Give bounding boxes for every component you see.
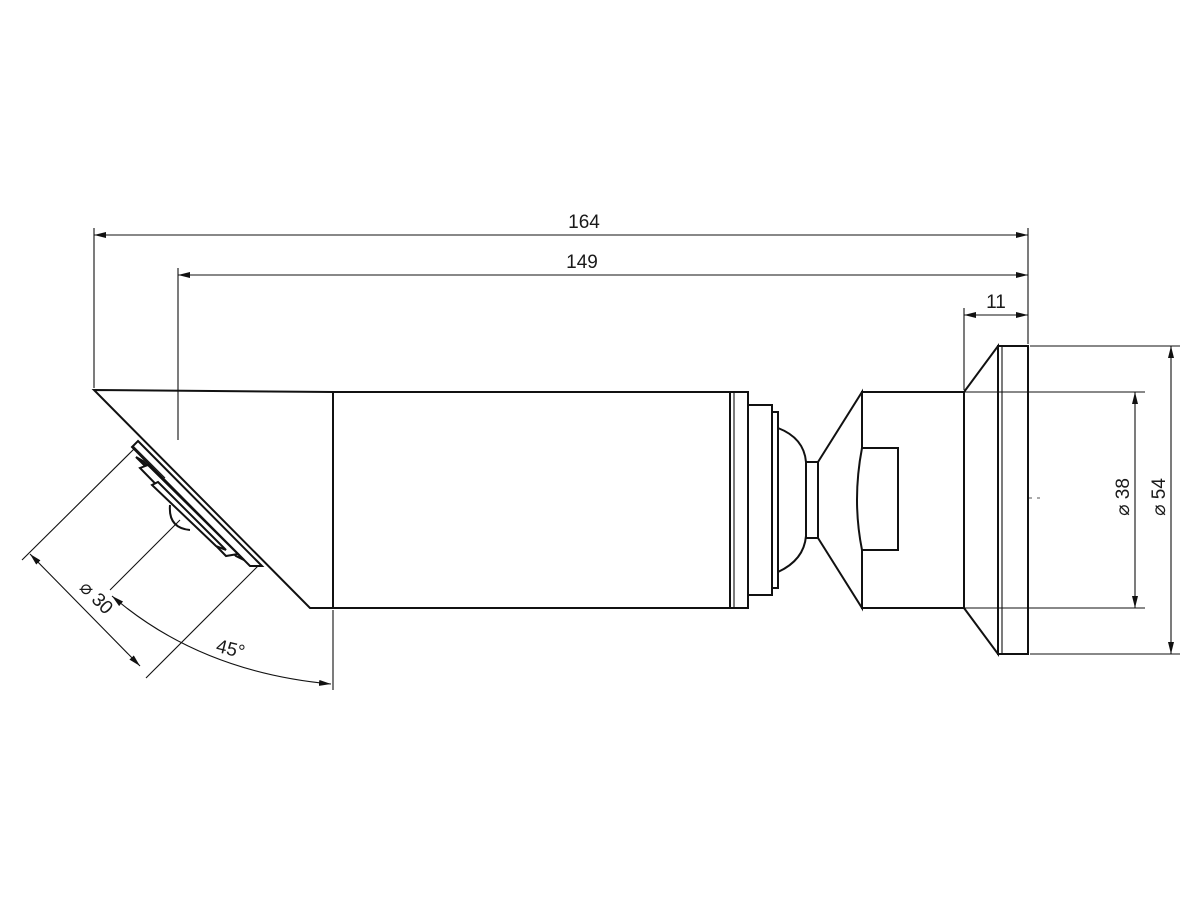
rear-cap <box>747 404 807 596</box>
dim-outer-diameter: ⌀ 54 <box>1149 478 1170 516</box>
dim-flange-width: 11 <box>986 292 1006 313</box>
swivel-neck <box>805 461 819 539</box>
sun-hood <box>91 388 334 609</box>
mount-bracket <box>817 388 965 612</box>
dim-body-length: 149 <box>566 252 598 273</box>
wall-flange <box>963 342 1029 658</box>
dim-overall-length: 164 <box>568 212 600 233</box>
dim-inner-diameter: ⌀ 38 <box>1113 478 1134 516</box>
dim-lens-diameter: ⌀ 30 <box>75 577 117 619</box>
main-body <box>332 391 749 609</box>
lens-assembly <box>130 439 265 567</box>
dimension-lines <box>29 232 1174 686</box>
